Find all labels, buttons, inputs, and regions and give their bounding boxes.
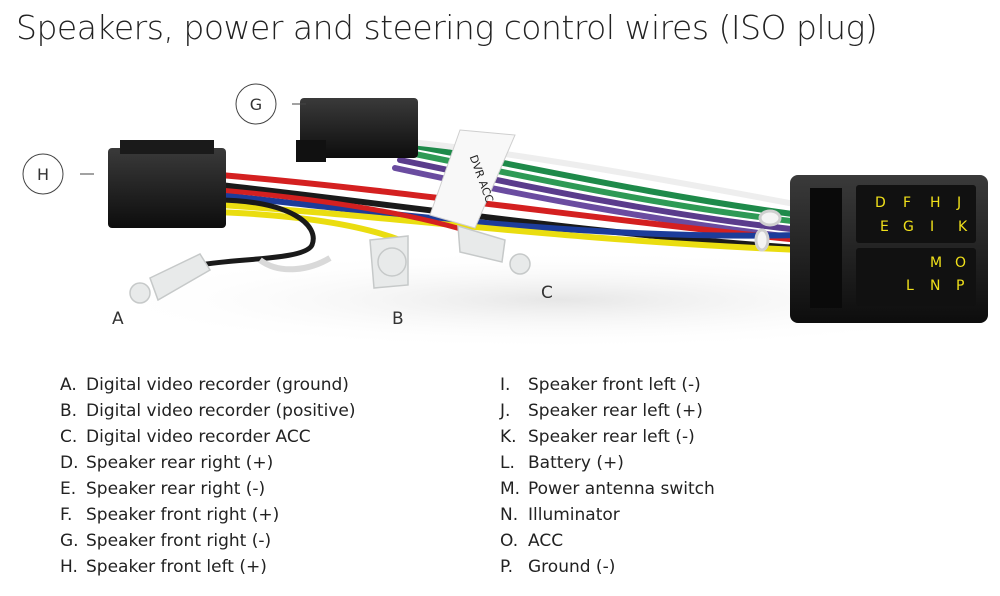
svg-text:J: J — [956, 195, 961, 211]
legend-right: I. Speaker front left (-) J. Speaker rear … — [500, 372, 715, 580]
item-text: Speaker rear left (+) — [528, 401, 703, 421]
callout-c: C — [541, 283, 553, 303]
item-letter: H. — [60, 557, 78, 577]
item-text: Speaker front right (+) — [86, 505, 280, 525]
item-letter: F. — [60, 505, 73, 525]
list-item: J. Speaker rear left (+) — [500, 398, 715, 424]
svg-text:D: D — [875, 195, 886, 211]
item-letter: C. — [60, 427, 78, 447]
cable-ties — [754, 209, 782, 252]
list-item: H. Speaker front left (+) — [60, 554, 355, 580]
item-letter: D. — [60, 453, 79, 473]
svg-text:M: M — [930, 255, 942, 271]
svg-text:G: G — [903, 219, 914, 235]
callout-a: A — [112, 309, 124, 329]
list-item: I. Speaker front left (-) — [500, 372, 715, 398]
item-letter: L. — [500, 453, 515, 473]
list-item: B. Digital video recorder (positive) — [60, 398, 355, 424]
svg-text:E: E — [880, 219, 889, 235]
legend-left: A. Digital video recorder (ground) B. Digi… — [60, 372, 355, 580]
item-text: Speaker rear right (+) — [86, 453, 274, 473]
item-letter: N. — [500, 505, 519, 525]
list-item: P. Ground (-) — [500, 554, 715, 580]
dvr-acc-tag: DVR ACC — [429, 129, 516, 229]
item-letter: E. — [60, 479, 77, 499]
svg-text:K: K — [958, 219, 968, 235]
list-item: N. Illuminator — [500, 502, 715, 528]
svg-text:F: F — [903, 195, 911, 211]
item-text: Speaker front left (+) — [86, 557, 267, 577]
item-letter: K. — [500, 427, 517, 447]
item-letter: I. — [500, 375, 511, 395]
list-item: O. ACC — [500, 528, 715, 554]
item-letter: P. — [500, 557, 514, 577]
wiring-harness-photo: DVR ACC D F H J E G I K M — [22, 83, 1000, 350]
clear-connectors — [129, 224, 531, 304]
list-item: E. Speaker rear right (-) — [60, 476, 355, 502]
item-text: Ground (-) — [528, 557, 616, 577]
svg-text:H: H — [37, 165, 49, 184]
item-letter: B. — [60, 401, 78, 421]
item-text: Speaker front left (-) — [528, 375, 701, 395]
svg-text:L: L — [906, 278, 914, 294]
iso-connector: D F H J E G I K M O L N P — [790, 175, 988, 323]
item-text: Power antenna switch — [528, 479, 715, 499]
callout-g: G — [235, 83, 306, 125]
svg-text:P: P — [956, 278, 964, 294]
item-text: Speaker front right (-) — [86, 531, 272, 551]
plug-g — [296, 98, 418, 162]
svg-text:H: H — [930, 195, 941, 211]
item-text: Digital video recorder (positive) — [86, 401, 356, 421]
callout-b: B — [392, 309, 404, 329]
list-item: K. Speaker rear left (-) — [500, 424, 715, 450]
plug-h — [108, 140, 226, 228]
list-item: D. Speaker rear right (+) — [60, 450, 355, 476]
item-letter: G. — [60, 531, 79, 551]
item-letter: O. — [500, 531, 519, 551]
svg-text:N: N — [930, 278, 940, 294]
item-text: Battery (+) — [528, 453, 624, 473]
list-item: A. Digital video recorder (ground) — [60, 372, 355, 398]
list-item: F. Speaker front right (+) — [60, 502, 355, 528]
item-text: Digital video recorder (ground) — [86, 375, 349, 395]
callout-h: H — [22, 153, 94, 195]
item-text: Speaker rear right (-) — [86, 479, 266, 499]
page-title: Speakers, power and steering control wir… — [16, 8, 878, 47]
list-item: C. Digital video recorder ACC — [60, 424, 355, 450]
svg-text:I: I — [930, 219, 934, 235]
list-item: L. Battery (+) — [500, 450, 715, 476]
item-letter: J. — [500, 401, 511, 421]
item-letter: M. — [500, 479, 521, 499]
item-text: Digital video recorder ACC — [86, 427, 311, 447]
svg-text:O: O — [955, 255, 966, 271]
wire-bundle — [197, 137, 803, 268]
list-item: G. Speaker front right (-) — [60, 528, 355, 554]
item-text: Speaker rear left (-) — [528, 427, 695, 447]
item-letter: A. — [60, 375, 77, 395]
svg-text:G: G — [250, 95, 262, 114]
list-item: M. Power antenna switch — [500, 476, 715, 502]
item-text: ACC — [528, 531, 564, 551]
connector-pin-labels: D F H J E G I K M O L N P — [875, 195, 968, 294]
item-text: Illuminator — [528, 505, 620, 525]
